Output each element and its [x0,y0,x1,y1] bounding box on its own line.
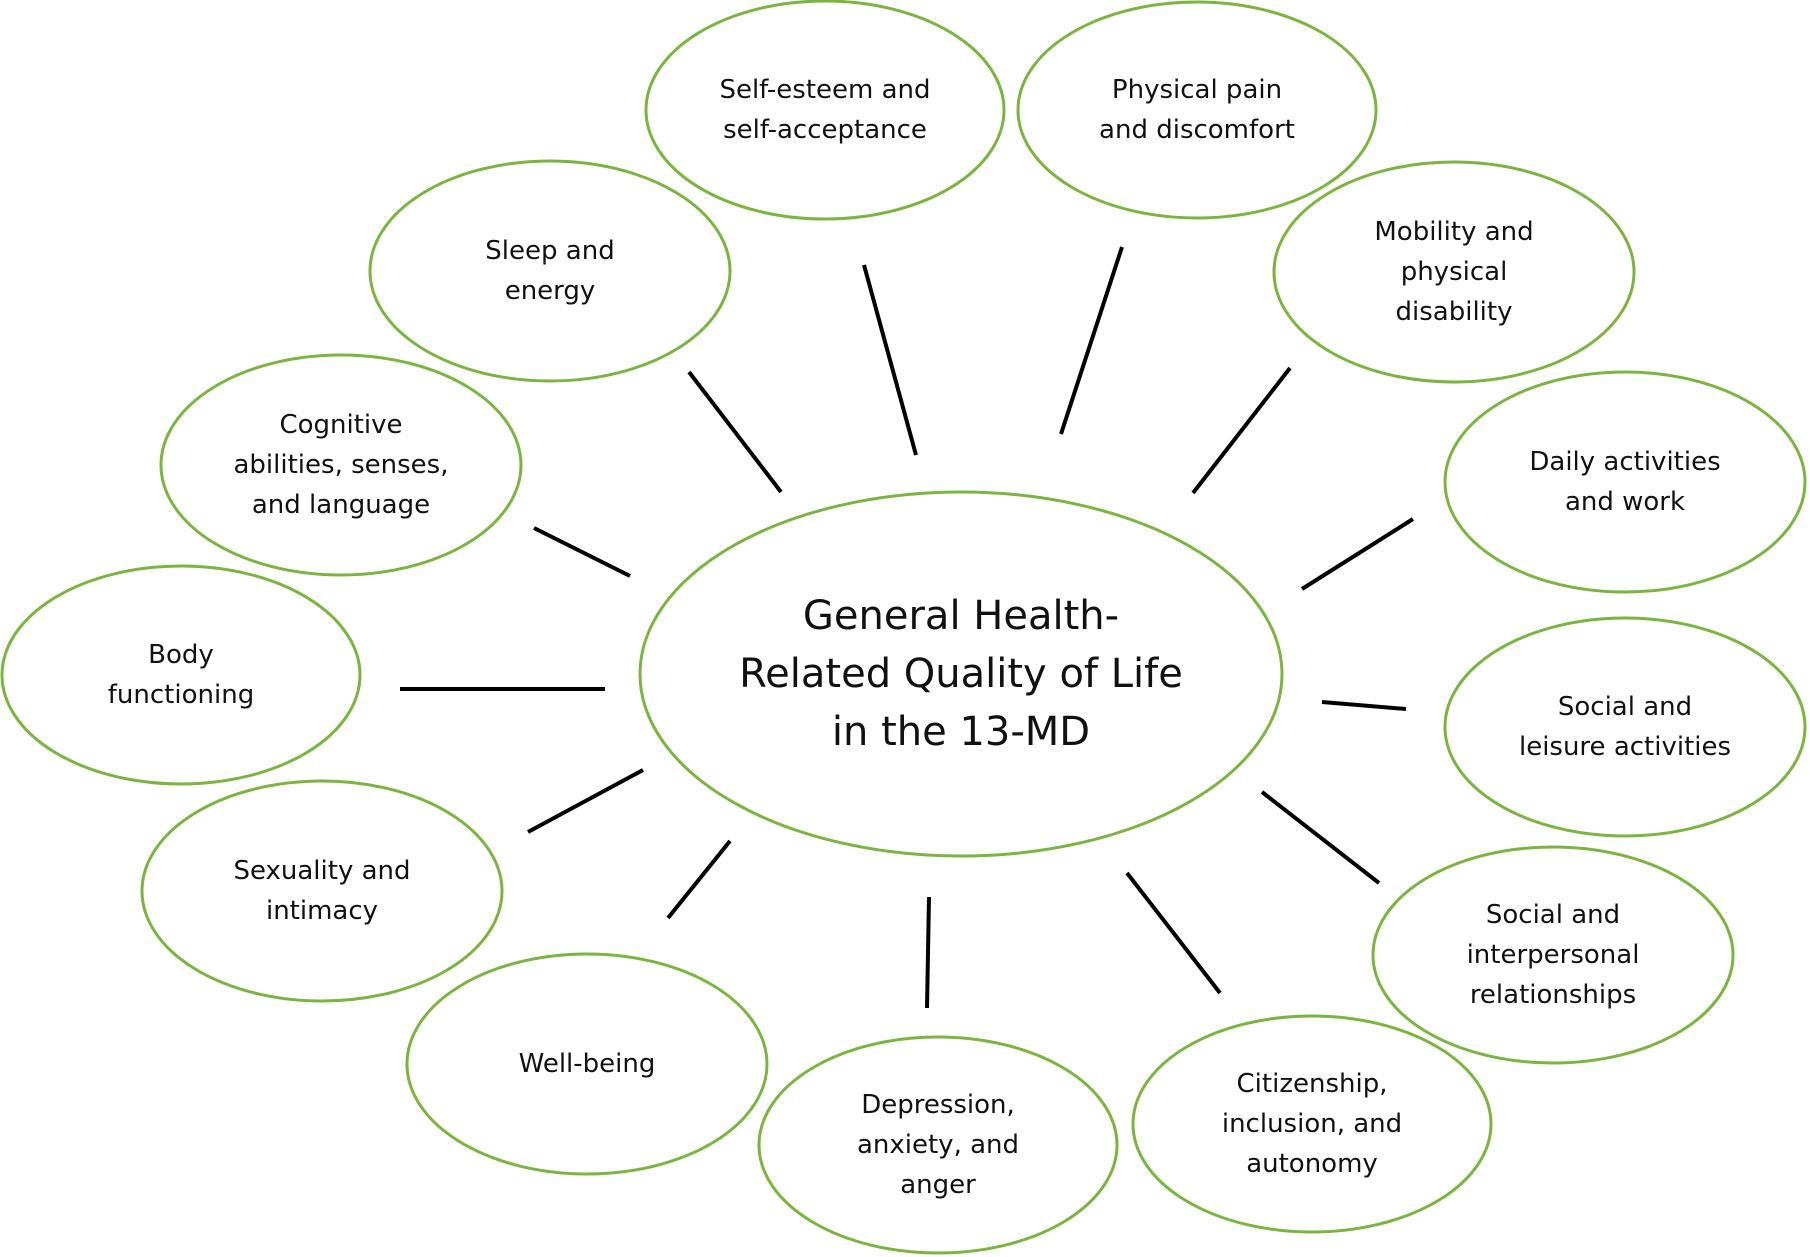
center-oval [638,490,1284,858]
domain-cognitive-label-line: abilities, senses, [234,450,449,480]
connector-daily-activities [1300,517,1415,591]
connector-lines [400,246,1415,1009]
center-label-line: in the 13-MD [832,709,1090,755]
domain-citizenship-label: Citizenship, inclusion, and autonomy [1222,1069,1402,1179]
domain-sexuality-label-line: intimacy [266,896,378,926]
domain-physical-pain-label-line: Physical pain [1112,75,1282,105]
domain-mobility-label: Mobility and physical disability [1374,217,1533,327]
center-label: General Health- Related Quality of Life in… [739,593,1183,755]
domain-mobility-label-line: Mobility and [1374,217,1533,247]
domain-oval-citizenship [1131,1014,1493,1234]
domain-body-functioning-label: Body functioning [108,640,254,710]
center-node: General Health- Related Quality of Life in… [638,490,1284,858]
connector-self-esteem [862,264,918,456]
domain-cognitive-label-line: and language [252,490,430,520]
domain-social-leisure-label-line: Social and [1558,692,1692,722]
domain-body-functioning-label-line: functioning [108,680,254,710]
domain-node-citizenship: Citizenship, inclusion, and autonomy [1131,1014,1493,1234]
domain-depression-label-line: Depression, [861,1090,1015,1120]
connector-well-being [666,839,732,920]
domain-node-sexuality: Sexuality and intimacy [140,779,504,1003]
domain-oval-sexuality [140,779,504,1003]
domain-social-leisure-label-line: leisure activities [1519,732,1731,762]
domain-oval-daily-activities [1443,370,1807,594]
connector-social-leisure [1321,700,1407,711]
connector-mobility [1191,366,1292,495]
connector-sleep [687,370,783,494]
domain-sleep-label: Sleep and energy [485,236,614,306]
domain-oval-depression [757,1035,1119,1255]
domain-oval-sleep [368,159,732,383]
domain-oval-cognitive [159,353,523,577]
connector-depression [925,896,931,1009]
connector-citizenship [1125,871,1222,995]
domain-depression-label-line: anxiety, and [857,1130,1019,1160]
domain-citizenship-label-line: Citizenship, [1237,1069,1388,1099]
domain-oval-well-being [405,952,769,1176]
domain-daily-activities-label-line: Daily activities [1529,447,1720,477]
domain-node-well-being: Well-being [405,952,769,1176]
domain-oval-social-relationships [1371,845,1735,1065]
domain-node-body-functioning: Body functioning [0,564,362,786]
domain-daily-activities-label-line: and work [1565,487,1685,517]
domain-node-sleep: Sleep and energy [368,159,732,383]
center-label-line: Related Quality of Life [739,651,1183,697]
domain-depression-label-line: anger [900,1170,976,1200]
domain-social-leisure-label: Social and leisure activities [1519,692,1731,762]
domain-social-relationships-label-line: interpersonal [1467,940,1640,970]
domain-sleep-label-line: Sleep and [485,236,614,266]
connector-cognitive [533,526,631,578]
domain-well-being-label-line: Well-being [519,1049,656,1079]
domain-social-relationships-label: Social and interpersonal relationships [1467,900,1640,1010]
domain-sleep-label-line: energy [505,276,596,306]
domain-node-daily-activities: Daily activities and work [1443,370,1807,594]
domain-self-esteem-label-line: self-acceptance [723,115,927,145]
domain-social-relationships-label-line: relationships [1470,980,1636,1010]
domain-sexuality-label: Sexuality and intimacy [233,856,410,926]
domain-well-being-label: Well-being [519,1049,656,1079]
domain-oval-body-functioning [0,564,362,786]
domain-node-self-esteem: Self-esteem and self-acceptance [644,0,1006,221]
domain-daily-activities-label: Daily activities and work [1529,447,1720,517]
domain-mobility-label-line: physical [1401,257,1508,287]
domain-sexuality-label-line: Sexuality and [233,856,410,886]
domain-oval-physical-pain [1016,0,1378,220]
domain-node-social-relationships: Social and interpersonal relationships [1371,845,1735,1065]
domain-physical-pain-label-line: and discomfort [1099,115,1295,145]
domain-mobility-label-line: disability [1396,297,1513,327]
domain-cognitive-label: Cognitive abilities, senses, and language [234,410,449,520]
domain-oval-social-leisure [1443,616,1807,838]
domain-physical-pain-label: Physical pain and discomfort [1099,75,1295,145]
domain-self-esteem-label-line: Self-esteem and [719,75,930,105]
domain-node-social-leisure: Social and leisure activities [1443,616,1807,838]
domain-node-physical-pain: Physical pain and discomfort [1016,0,1378,220]
domain-oval-self-esteem [644,0,1006,221]
domain-oval-mobility [1272,160,1636,384]
domain-node-mobility: Mobility and physical disability [1272,160,1636,384]
center-label-line: General Health- [803,593,1119,639]
domain-depression-label: Depression, anxiety, and anger [857,1090,1019,1200]
domain-node-cognitive: Cognitive abilities, senses, and language [159,353,523,577]
connector-social-relationships [1260,790,1381,885]
domain-body-functioning-label-line: Body [148,640,214,670]
connector-sexuality [527,768,644,834]
domain-citizenship-label-line: autonomy [1246,1149,1378,1179]
domain-citizenship-label-line: inclusion, and [1222,1109,1402,1139]
domain-self-esteem-label: Self-esteem and self-acceptance [719,75,930,145]
domain-node-depression: Depression, anxiety, and anger [757,1035,1119,1255]
domain-cognitive-label-line: Cognitive [279,410,402,440]
domain-social-relationships-label-line: Social and [1486,900,1620,930]
connector-physical-pain [1059,246,1124,435]
